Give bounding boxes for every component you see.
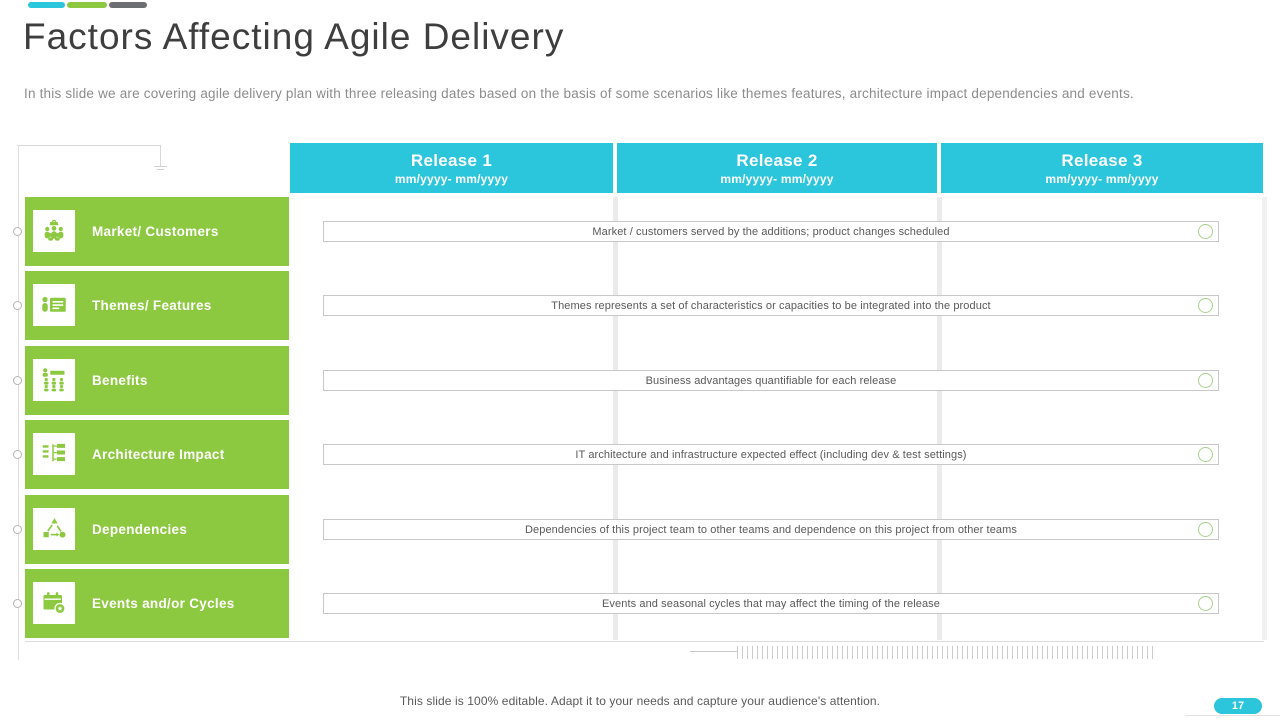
ruler-tick-marks [737,646,1157,659]
release-title: Release 3 [1061,150,1143,170]
status-circle-icon [1198,522,1213,537]
badge-underline [1185,715,1280,716]
column-divider [613,197,618,640]
guide-line-top [17,145,161,146]
events-cycles-icon [33,582,75,624]
benefits-icon [33,359,75,401]
guide-tick [154,166,167,167]
themes-features-icon [33,284,75,326]
guide-tick [157,169,164,170]
accent-bar-gray [109,2,147,8]
description-text: Dependencies of this project team to oth… [524,524,1018,536]
factor-label: Architecture Impact [92,447,225,462]
release-dates: mm/yyyy- mm/yyyy [394,171,509,186]
guide-line-left [18,145,19,660]
description-text: Market / customers served by the additio… [592,226,950,238]
description-text: Events and seasonal cycles that may affe… [601,598,940,610]
release-dates: mm/yyyy- mm/yyyy [720,171,834,186]
factor-row-benefits: Benefits [25,346,289,415]
description-box: Dependencies of this project team to oth… [323,519,1219,540]
release-title: Release 2 [736,150,818,170]
description-box: Events and seasonal cycles that may affe… [323,593,1219,614]
status-circle-icon [1198,447,1213,462]
description-box: Business advantages quantifiable for eac… [323,370,1219,391]
status-circle-icon [1198,596,1213,611]
factor-row-market-customers: Market/ Customers [25,197,289,266]
release-3-header: Release 3 mm/yyyy- mm/yyyy [941,143,1263,193]
selection-handle [13,227,22,236]
description-text: Business advantages quantifiable for eac… [645,375,897,387]
architecture-impact-icon [33,433,75,475]
selection-handle [13,525,22,534]
status-circle-icon [1198,224,1213,239]
release-2-header: Release 2 mm/yyyy- mm/yyyy [617,143,937,193]
guide-line-drop [160,145,161,166]
description-text: Themes represents a set of characteristi… [551,300,991,312]
release-dates: mm/yyyy- mm/yyyy [1045,171,1159,186]
factor-label: Market/ Customers [92,224,219,239]
description-box: Themes represents a set of characteristi… [323,295,1219,316]
factor-label: Benefits [92,373,148,388]
description-box: Market / customers served by the additio… [323,221,1219,242]
slide-subtitle: In this slide we are covering agile deli… [24,86,1134,101]
column-divider [937,197,942,640]
factor-row-themes-features: Themes/ Features [25,271,289,340]
page-title: Factors Affecting Agile Delivery [23,16,565,57]
factor-label: Dependencies [92,522,188,537]
factor-label: Events and/or Cycles [92,596,235,611]
selection-handle [13,376,22,385]
footer-note: This slide is 100% editable. Adapt it to… [399,694,881,708]
description-box: IT architecture and infrastructure expec… [323,444,1219,465]
page-number-badge: 17 [1214,698,1262,714]
selection-handle [13,599,22,608]
description-text: IT architecture and infrastructure expec… [575,449,967,461]
guide-line-bottom [25,641,1264,642]
release-1-header: Release 1 mm/yyyy- mm/yyyy [290,143,613,193]
selection-handle [13,450,22,459]
market-customers-icon [33,210,75,252]
column-divider [1262,197,1267,640]
release-title: Release 1 [410,150,493,170]
factor-row-dependencies: Dependencies [25,495,289,564]
guide-line-short [690,651,737,652]
factor-label: Themes/ Features [92,298,212,313]
accent-bar-green [67,2,107,8]
factor-row-architecture-impact: Architecture Impact [25,420,289,489]
dependencies-icon [33,508,75,550]
status-circle-icon [1198,373,1213,388]
accent-bar-cyan [28,2,65,8]
factor-row-events-cycles: Events and/or Cycles [25,569,289,638]
selection-handle [13,301,22,310]
status-circle-icon [1198,298,1213,313]
